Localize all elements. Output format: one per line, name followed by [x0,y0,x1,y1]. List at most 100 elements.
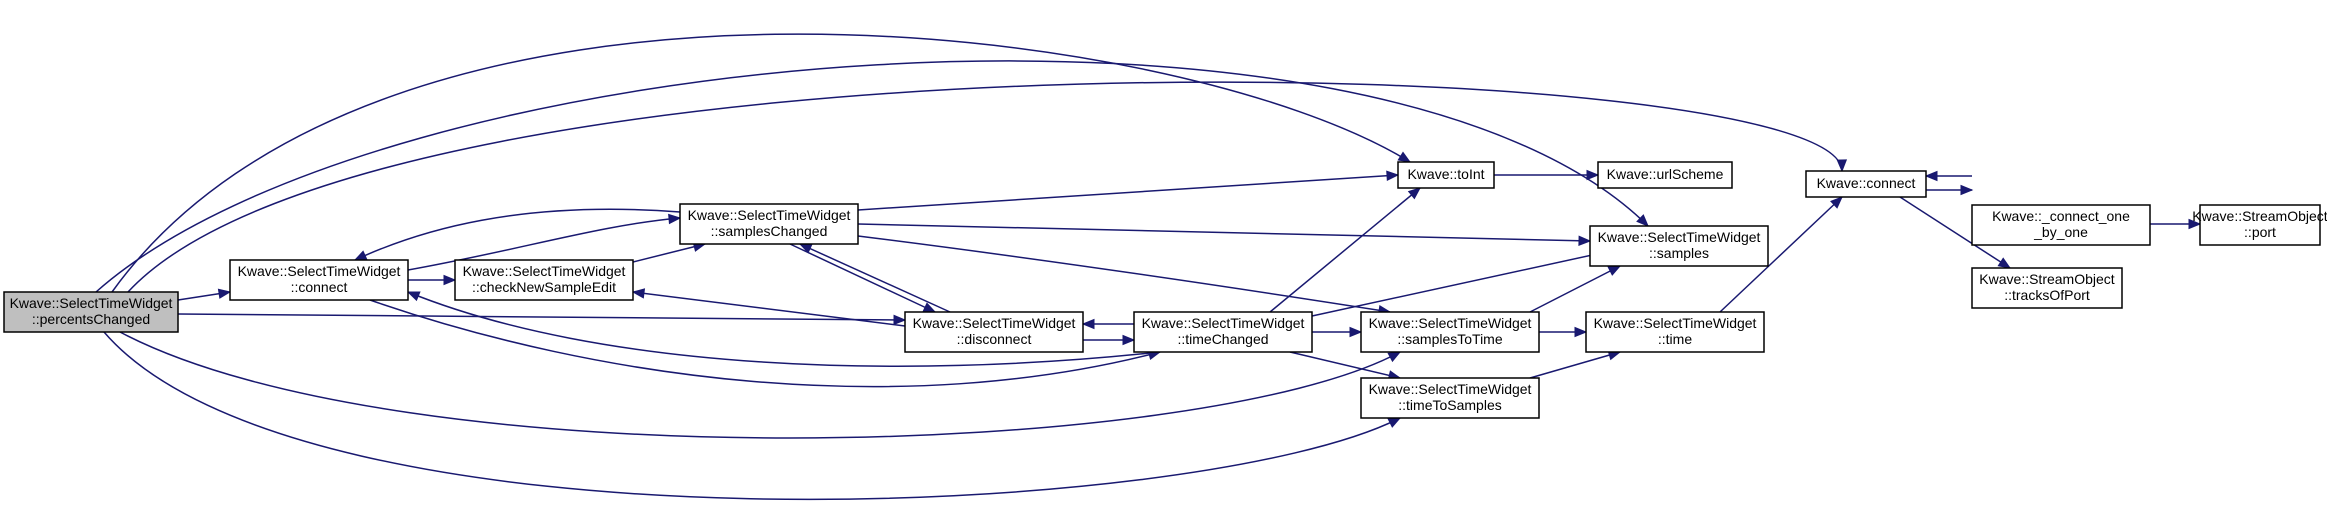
node-connect-one-by-one-label-2: _by_one [2033,224,2088,240]
node-timeChanged-label-1: Kwave::SelectTimeWidget [1142,315,1305,331]
node-connect-one-by-one[interactable]: Kwave::_connect_one_by_one [1971,204,2151,246]
edge-percentsChanged-to-samples [95,60,1649,293]
node-samples[interactable]: Kwave::SelectTimeWidget::samples [1589,225,1769,267]
edge-percentsChanged-to-timeToSamples-arrowhead [1387,417,1402,428]
node-disconnect[interactable]: Kwave::SelectTimeWidget::disconnect [904,311,1084,353]
edge-percentsChanged-to-disconnect [177,313,906,321]
edge-connect-stw-to-samplesChanged-arrowhead [668,213,682,225]
edge-connect-kw-to-tracksOfPort [1899,196,2011,269]
edge-timeChanged-to-toInt-arrowhead [1407,187,1422,200]
edge-disconnect-to-timeChanged-arrowhead [1122,334,1136,346]
node-time-box[interactable] [1585,311,1765,353]
edge-samplesChanged-to-toInt-arrowhead [1386,170,1400,181]
edge-samplesChanged-to-samplesToTime [857,235,1391,313]
edge-timeChanged-to-samples [1311,251,1607,317]
node-time-label-2: ::time [1658,331,1692,347]
edge-toInt-to-urlScheme-arrowhead [1586,169,1600,181]
edge-timeToSamples-to-time [1529,351,1621,379]
node-timeToSamples-box[interactable] [1360,377,1540,419]
edge-connect-one-by-one-to-port-arrowhead [2188,218,2202,230]
edge-connect-one-by-one-to-connect-kw-arrowhead [1924,170,1938,182]
edge-samplesChanged-to-connect-stw [354,208,681,261]
edge-percentsChanged-to-connect-kw-arrowhead [1836,159,1848,173]
node-urlScheme-label-1: Kwave::urlScheme [1607,166,1724,182]
node-time[interactable]: Kwave::SelectTimeWidget::time [1585,311,1765,353]
node-connect-kw[interactable]: Kwave::connect [1805,170,1927,198]
node-percentsChanged[interactable]: Kwave::SelectTimeWidget::percentsChanged [3,291,179,333]
edge-samplesChanged-to-samples [857,223,1591,242]
edge-connect-stw-to-checkNewSampleEdit-arrowhead [443,274,457,286]
node-connect-stw-box[interactable] [229,259,409,301]
node-samples-label-2: ::samples [1649,245,1709,261]
node-port-box[interactable] [2199,204,2321,246]
edge-timeChanged-to-connect-stw-arrowhead [406,291,421,302]
node-connect-one-by-one-box[interactable] [1971,204,2151,246]
edge-percentsChanged-to-disconnect-arrowhead [893,314,907,326]
node-disconnect-box[interactable] [904,311,1084,353]
node-timeChanged-label-2: ::timeChanged [1177,331,1268,347]
edge-disconnect-to-checkNewSampleEdit [632,291,906,327]
node-samplesChanged[interactable]: Kwave::SelectTimeWidget::samplesChanged [679,203,859,245]
node-urlScheme[interactable]: Kwave::urlScheme [1597,161,1733,189]
node-percentsChanged-box[interactable] [3,291,179,333]
node-samples-box[interactable] [1589,225,1769,267]
edge-timeChanged-to-toInt [1269,187,1421,313]
edge-percentsChanged-to-samplesToTime [119,331,1401,439]
edge-connect-stw-to-timeChanged [369,299,1161,388]
node-disconnect-label-1: Kwave::SelectTimeWidget [913,315,1076,331]
edge-samplesChanged-to-disconnect [789,243,936,313]
node-timeToSamples[interactable]: Kwave::SelectTimeWidget::timeToSamples [1360,377,1540,419]
node-samplesChanged-label-1: Kwave::SelectTimeWidget [688,207,851,223]
node-timeChanged[interactable]: Kwave::SelectTimeWidget::timeChanged [1133,311,1313,353]
node-timeToSamples-label-2: ::timeToSamples [1398,397,1501,413]
node-tracksOfPort-label-1: Kwave::StreamObject [1979,271,2114,287]
node-connect-kw-box[interactable] [1805,170,1927,198]
node-disconnect-label-2: ::disconnect [957,331,1032,347]
edge-disconnect-to-samplesChanged [799,243,951,313]
edge-percentsChanged-to-timeToSamples [103,331,1401,501]
node-samplesToTime-box[interactable] [1360,311,1540,353]
node-timeChanged-box[interactable] [1133,311,1313,353]
node-checkNewSampleEdit[interactable]: Kwave::SelectTimeWidget::checkNewSampleE… [454,259,634,301]
edge-connect-kw-to-connect-one-by-one-arrowhead [1960,184,1974,196]
node-connect-stw[interactable]: Kwave::SelectTimeWidget::connect [229,259,409,301]
nodes-layer: Kwave::SelectTimeWidget::percentsChanged… [3,161,2327,419]
edge-samplesChanged-to-samples-arrowhead [1578,235,1592,246]
edge-timeChanged-to-timeToSamples [1289,351,1401,379]
node-samplesToTime-label-2: ::samplesToTime [1397,331,1503,347]
edge-checkNewSampleEdit-to-samplesChanged [632,243,706,263]
edge-samplesToTime-to-samples [1529,265,1621,313]
edge-percentsChanged-to-connect-kw [127,81,1843,293]
edge-timeChanged-to-connect-stw [407,291,1161,367]
node-connect-one-by-one-label-1: Kwave::_connect_one [1992,208,2130,224]
edge-connect-stw-to-samplesChanged [407,217,681,271]
node-urlScheme-box[interactable] [1597,161,1733,189]
node-checkNewSampleEdit-box[interactable] [454,259,634,301]
node-toInt[interactable]: Kwave::toInt [1397,161,1495,189]
edge-disconnect-to-checkNewSampleEdit-arrowhead [631,288,646,299]
node-percentsChanged-label-1: Kwave::SelectTimeWidget [10,295,173,311]
node-percentsChanged-label-2: ::percentsChanged [32,311,150,327]
edge-samplesChanged-to-toInt [857,174,1399,211]
node-port[interactable]: Kwave::StreamObject::port [2192,204,2327,246]
node-samplesChanged-box[interactable] [679,203,859,245]
edge-samplesChanged-to-connect-stw-arrowhead [353,250,368,261]
node-samples-label-1: Kwave::SelectTimeWidget [1598,229,1761,245]
node-connect-stw-label-2: ::connect [291,279,348,295]
node-connect-kw-label-1: Kwave::connect [1817,175,1916,191]
edge-samplesToTime-to-samples-arrowhead [1607,265,1622,276]
node-toInt-box[interactable] [1397,161,1495,189]
node-samplesToTime[interactable]: Kwave::SelectTimeWidget::samplesToTime [1360,311,1540,353]
edge-timeChanged-to-disconnect-arrowhead [1081,318,1095,330]
edge-percentsChanged-to-toInt [111,33,1411,293]
edges-layer [95,33,2202,501]
edge-percentsChanged-to-connect-stw-arrowhead [217,288,232,299]
edge-samplesToTime-to-time-arrowhead [1574,326,1588,338]
node-connect-stw-label-1: Kwave::SelectTimeWidget [238,263,401,279]
edge-percentsChanged-to-toInt-arrowhead [1397,151,1412,163]
edge-time-to-connect-kw [1719,196,1843,313]
node-tracksOfPort-box[interactable] [1971,267,2123,309]
edge-connect-kw-to-tracksOfPort-arrowhead [1997,257,2012,269]
node-tracksOfPort[interactable]: Kwave::StreamObject::tracksOfPort [1971,267,2123,309]
